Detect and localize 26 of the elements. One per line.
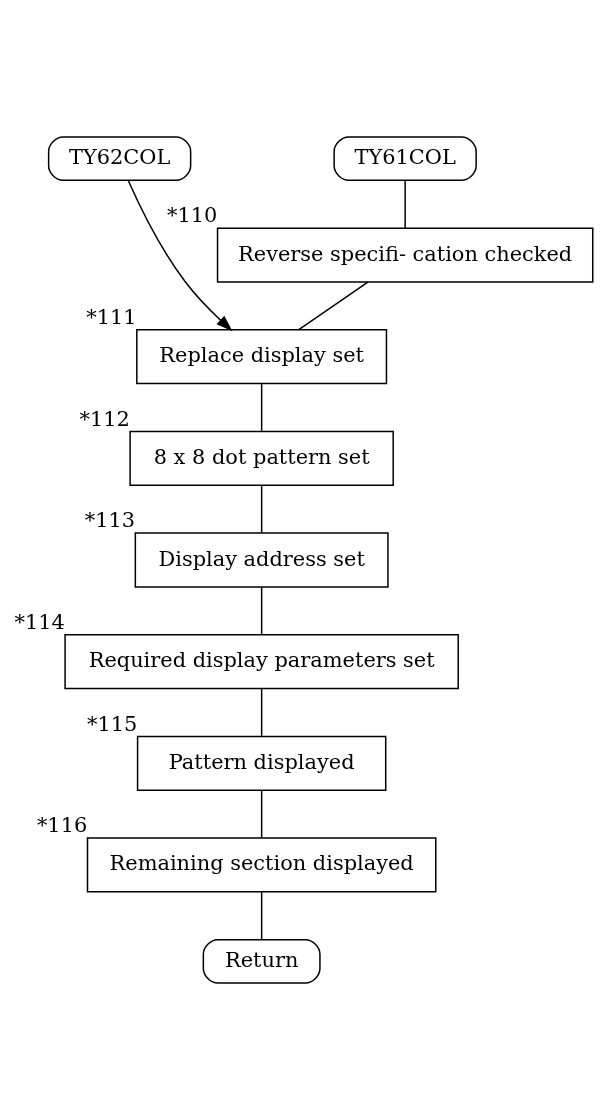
node-box: Pattern displayed <box>136 735 387 791</box>
node-box: 8 x 8 dot pattern set <box>129 430 394 486</box>
connector <box>260 789 263 839</box>
node-label: *113 <box>84 508 136 533</box>
node-label: *110 <box>166 203 218 228</box>
node-box: Reverse specifi- cation checked <box>216 227 594 283</box>
node-box: TY61COL <box>333 136 477 182</box>
node-box: Remaining section displayed <box>86 837 437 893</box>
node-box: Return <box>202 938 321 984</box>
node-label: *115 <box>86 711 138 736</box>
node-label: *111 <box>86 305 137 330</box>
arrow <box>127 179 233 332</box>
node-label: *112 <box>79 406 130 431</box>
connector <box>298 281 369 331</box>
node-box: TY62COL <box>47 136 192 182</box>
node-box: Display address set <box>134 532 389 588</box>
connector <box>260 485 263 534</box>
connector <box>260 688 263 737</box>
connector <box>260 383 263 432</box>
node-box: Required display parameters set <box>64 634 459 690</box>
connector <box>404 179 406 229</box>
node-label: *116 <box>36 813 88 838</box>
node-label: *114 <box>14 610 65 635</box>
connector <box>260 586 263 635</box>
node-box: Replace display set <box>136 329 388 385</box>
connector <box>260 891 263 941</box>
